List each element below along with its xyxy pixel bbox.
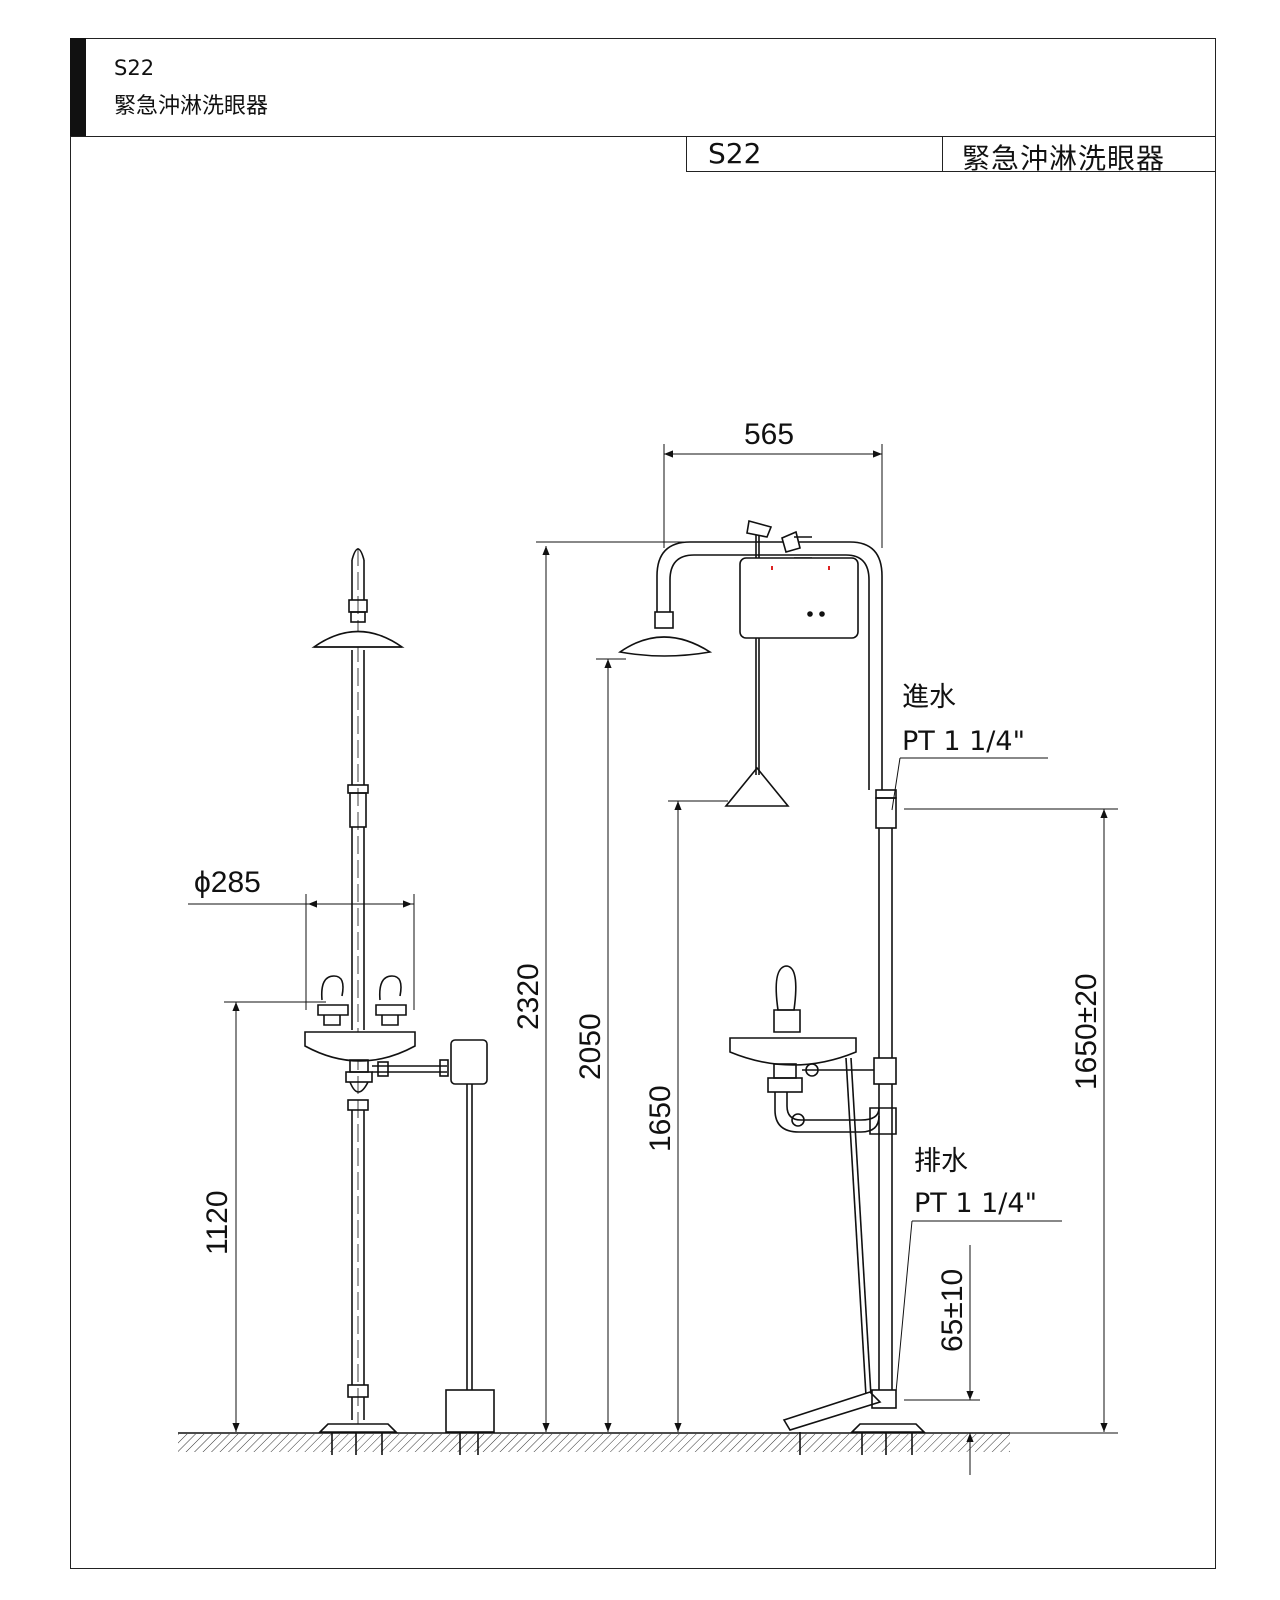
title-block-name: 緊急沖淋洗眼器 xyxy=(962,142,1166,175)
inlet-label: 進水 xyxy=(902,682,956,713)
bowl-diameter-label: ϕ285 xyxy=(194,866,261,899)
height-2320-label: 2320 xyxy=(512,963,545,1030)
title-block-divider xyxy=(942,136,943,172)
title-block-code: S22 xyxy=(708,137,762,170)
corner-bar xyxy=(70,38,86,136)
front-view-dimensions xyxy=(188,894,415,1432)
drain-height-label: 65±10 xyxy=(936,1269,969,1352)
header-divider xyxy=(70,136,1216,137)
ground xyxy=(178,1432,1010,1452)
side-view-dimensions xyxy=(536,444,1118,1475)
header-product-name: 緊急沖淋洗眼器 xyxy=(114,94,269,119)
inlet-spec: PT 1 1/4" xyxy=(902,726,1025,757)
drawing-sheet-border xyxy=(70,38,1216,1569)
eyewash-height-1120-label: 1120 xyxy=(201,1190,234,1255)
header-model-code: S22 xyxy=(114,56,155,80)
side-view xyxy=(617,519,926,1455)
drain-spec: PT 1 1/4" xyxy=(914,1188,1037,1219)
title-block xyxy=(686,136,1216,172)
front-view xyxy=(304,548,495,1455)
height-2050-label: 2050 xyxy=(574,1013,607,1080)
height-1650-label: 1650 xyxy=(644,1085,677,1152)
inlet-height-label: 1650±20 xyxy=(1070,973,1103,1090)
drain-label: 排水 xyxy=(914,1146,968,1177)
width-565-label: 565 xyxy=(744,418,794,451)
